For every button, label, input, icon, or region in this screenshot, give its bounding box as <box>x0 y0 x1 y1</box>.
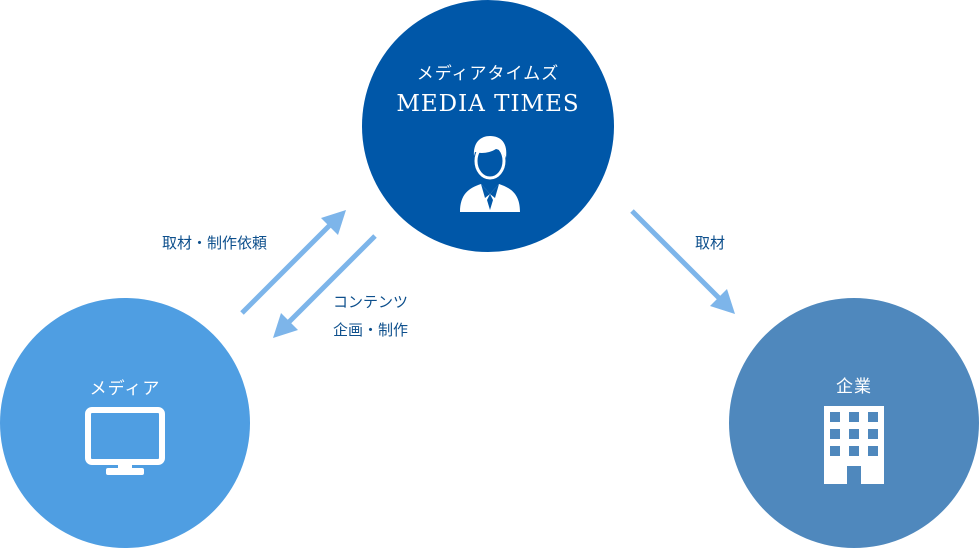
edge-label-content-line1: コンテンツ <box>333 293 409 311</box>
office-building-icon <box>824 406 884 490</box>
monitor-icon <box>84 406 166 482</box>
arrow-media-to-center <box>240 210 346 315</box>
node-company-title: 企業 <box>836 377 872 397</box>
node-media-times: メディアタイムズ MEDIA TIMES <box>362 0 614 252</box>
edge-label-request: 取材・制作依頼 <box>162 234 268 252</box>
node-media: メディア <box>0 298 250 548</box>
arrow-center-to-media <box>273 234 377 338</box>
node-media-times-title-jp: メディアタイムズ <box>416 64 560 84</box>
node-media-title: メディア <box>89 379 161 399</box>
edge-label-interview: 取材 <box>695 234 726 252</box>
businessman-icon <box>457 132 523 218</box>
edge-label-content-line2: 企画・制作 <box>333 321 409 339</box>
node-company: 企業 <box>729 298 979 548</box>
arrow-center-to-company <box>630 209 735 314</box>
node-media-times-title-en: MEDIA TIMES <box>396 91 580 117</box>
